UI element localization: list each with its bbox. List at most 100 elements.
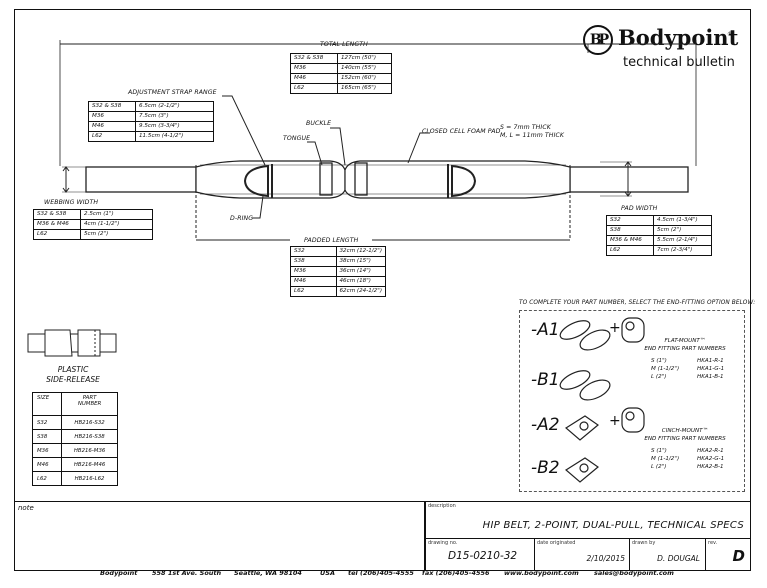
spec-value: 5cm (2") <box>653 225 712 236</box>
mount-part-number: HKA1-B-1 <box>697 374 724 380</box>
plus-sign-a1: + <box>609 320 621 336</box>
spec-size: M36 <box>88 111 136 122</box>
adjustment-strap-label: ADJUSTMENT STRAP RANGE <box>128 89 217 96</box>
brand-subtitle: technical bulletin <box>623 55 735 70</box>
footer-email[interactable]: sales@bodypoint.com <box>594 569 674 577</box>
buckle-label: BUCKLE <box>306 120 332 127</box>
spec-value: 7.5cm (3") <box>135 111 214 122</box>
col-size: SIZE <box>31 392 63 416</box>
spec-value: 165cm (65") <box>337 83 392 94</box>
d-ring-left <box>243 164 269 198</box>
tongue-label: TONGUE <box>283 135 311 142</box>
drawn-by-value: D. DOUGAL <box>657 554 700 563</box>
drawn-by-label: drawn by <box>632 540 656 546</box>
spec-size: M36 <box>290 266 337 277</box>
footer-fax: fax (206)405-4556 <box>422 569 490 577</box>
cinch-mount-icon <box>564 415 599 483</box>
webbing-left <box>85 166 197 193</box>
spec-value: 2.5cm (1") <box>80 209 153 220</box>
mount-size: S (1") <box>651 448 667 454</box>
spec-size: M46 <box>88 121 136 132</box>
tongue <box>319 162 333 196</box>
description-value: HIP BELT, 2-POINT, DUAL-PULL, TECHNICAL … <box>482 520 744 531</box>
cinch-mount-title: CINCH-MOUNT™ <box>661 428 709 434</box>
registered-mark: ® <box>727 31 733 38</box>
foam-thickness-ml: M, L = 11mm THICK <box>500 132 565 139</box>
description-box: description HIP BELT, 2-POINT, DUAL-PULL… <box>425 501 751 539</box>
side-release-header-row: SIZE PART NUMBER <box>31 392 118 416</box>
pad-right <box>344 160 571 199</box>
sr-part: HB216-L62 <box>61 471 118 486</box>
spec-value: 11.5cm (4-1/2") <box>135 131 214 142</box>
d-ring-right <box>451 164 477 198</box>
spec-size: S38 <box>606 225 654 236</box>
spec-size: L62 <box>290 83 338 94</box>
foam-thickness-s: S = 7mm THICK <box>500 124 551 131</box>
footer-country: USA <box>320 569 335 577</box>
option-a1: -A1 <box>531 320 560 340</box>
mount-size: M (1-1/2") <box>651 456 680 462</box>
col-part-line1: PART <box>82 395 97 401</box>
webbing-right <box>569 166 689 193</box>
spec-value: 5.5cm (2-1/4") <box>653 235 712 246</box>
footer-company: Bodypoint <box>100 569 138 577</box>
flat-mount-plate-icon <box>559 320 611 401</box>
side-release-title: PLASTIC SIDE-RELEASE <box>38 365 108 385</box>
spec-size: S32 & S38 <box>88 101 136 112</box>
col-part-line2: NUMBER <box>77 401 102 407</box>
mount-part-number: HKA2-G-1 <box>697 456 725 462</box>
sr-part: HB216-M46 <box>61 457 118 472</box>
spec-value: 46cm (18") <box>335 276 386 287</box>
footer-tel: tel (206)405-4555 <box>348 569 414 577</box>
brand-name: Bodypoint <box>618 25 739 50</box>
sr-size: M46 <box>31 457 63 472</box>
footer-website[interactable]: www.bodypoint.com <box>504 569 579 577</box>
rev-label: rev. <box>708 540 718 546</box>
spec-value: 7cm (2-3/4") <box>653 245 712 256</box>
spec-value: 62cm (24-1/2") <box>335 286 386 297</box>
mount-part-number: HKA2-R-1 <box>697 448 724 454</box>
sr-part: HB216-S38 <box>61 429 118 444</box>
foam-pad-label: CLOSED CELL FOAM PAD <box>422 128 501 135</box>
spec-size: S32 & S38 <box>290 53 338 64</box>
date-box: date originated 2/10/2015 <box>534 538 630 571</box>
pad-left <box>195 160 346 199</box>
rev-box: rev. D <box>705 538 751 571</box>
rev-value: D <box>732 547 745 565</box>
spec-size: S32 <box>606 215 654 226</box>
flat-mount-title: FLAT-MOUNT™ <box>664 338 706 344</box>
plus-sign-a2: + <box>609 413 621 429</box>
option-b2: -B2 <box>531 458 560 478</box>
sr-part: HB216-S32 <box>61 415 118 430</box>
spec-size: M36 & M46 <box>33 219 81 230</box>
end-fitting-instruction: TO COMPLETE YOUR PART NUMBER, SELECT THE… <box>519 300 756 306</box>
buckle <box>354 162 368 196</box>
spec-size: M46 <box>290 73 338 84</box>
pad-width-label: PAD WIDTH <box>621 205 658 212</box>
drawing-no-label: drawing no. <box>428 540 458 546</box>
spec-size: M36 <box>290 63 338 74</box>
date-label: date originated <box>537 540 576 546</box>
d-ring-label: D-RING <box>230 215 254 222</box>
